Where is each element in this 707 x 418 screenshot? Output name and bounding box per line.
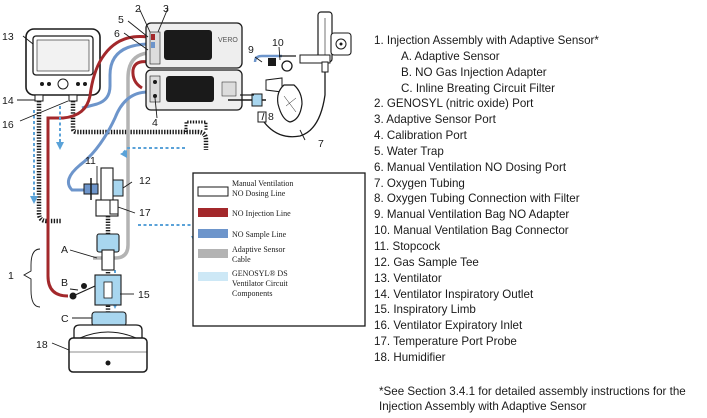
parts-list-item: 3. Adaptive Sensor Port (374, 113, 496, 127)
brand-label: VERO (218, 37, 238, 44)
legend-swatch-cable (198, 249, 228, 258)
callout-a: A (61, 244, 68, 256)
callout-16: 16 (2, 119, 14, 131)
legend-manual-line-2: NO Dosing Line (232, 189, 286, 198)
parts-list-item: 11. Stopcock (374, 239, 441, 253)
legend-swatch-circuit (198, 272, 228, 281)
parts-list-item: 13. Ventilator (374, 271, 442, 285)
callout-7: 7 (318, 138, 324, 150)
callout-2: 2 (135, 3, 141, 15)
oxygen-flowmeter (299, 11, 352, 73)
callout-11: 11 (85, 155, 96, 167)
legend-manual-line-1: Manual Ventilation (232, 179, 293, 188)
breathing-circuit (36, 101, 209, 326)
parts-list-item: 14. Ventilator Inspiratory Outlet (374, 287, 534, 301)
temperature-probe (109, 199, 119, 215)
parts-list-item: 7. Oxygen Tubing (374, 176, 465, 190)
callout-15: 15 (138, 289, 150, 301)
callout-1: 1 (8, 270, 14, 282)
callout-18: 18 (36, 339, 48, 351)
legend-circuit-1: GENOSYL® DS (232, 269, 288, 278)
parts-list-item: 10. Manual Ventilation Bag Connector (374, 224, 569, 238)
oxygen-tubing (263, 72, 326, 138)
no-injection-line (46, 34, 149, 298)
parts-list-item: 2. GENOSYL (nitric oxide) Port (374, 97, 534, 111)
callout-c: C (61, 313, 69, 325)
footnote: *See Section 3.4.1 for detailed assembly… (379, 385, 686, 413)
parts-list-subitem: B. NO Gas Injection Adapter (401, 65, 547, 79)
adaptive-sensor-cable (93, 51, 149, 260)
parts-list-subitem: A. Adaptive Sensor (401, 49, 500, 63)
parts-list: 1. Injection Assembly with Adaptive Sens… (374, 33, 704, 366)
legend-circuit-2: Ventilator Circuit (232, 279, 289, 288)
parts-list-item: 1. Injection Assembly with Adaptive Sens… (374, 34, 599, 47)
manual-ventilation-bag (228, 77, 303, 123)
vero-device: VERO (145, 22, 243, 111)
callout-3: 3 (163, 3, 169, 15)
legend-swatch-sample (198, 229, 228, 238)
parts-list-item: 16. Ventilator Expiratory Inlet (374, 319, 523, 333)
legend-swatch-injection (198, 208, 228, 217)
legend: Manual Ventilation NO Dosing Line NO Inj… (192, 172, 366, 327)
bag-adapter (253, 54, 296, 72)
ventilator (25, 28, 101, 102)
parts-list-item: 9. Manual Ventilation Bag NO Adapter (374, 208, 570, 222)
callout-b: B (61, 277, 68, 289)
gas-sample-tee (112, 179, 124, 197)
callout-8: 8 (268, 111, 274, 123)
callout-10: 10 (272, 37, 284, 49)
leader-lines (17, 7, 306, 351)
parts-list-item: 12. Gas Sample Tee (374, 255, 479, 269)
no-sample-line (66, 42, 149, 192)
callout-9: 9 (248, 44, 254, 56)
parts-list-item: 8. Oxygen Tubing Connection with Filter (374, 192, 580, 206)
parts-list-item: 4. Calibration Port (374, 129, 467, 143)
legend-injection-line: NO Injection Line (232, 209, 291, 218)
legend-cable-1: Adaptive Sensor (232, 245, 285, 254)
legend-cable-2: Cable (232, 255, 251, 264)
callout-17: 17 (139, 207, 151, 219)
callout-14: 14 (2, 95, 14, 107)
callout-13: 13 (2, 31, 14, 43)
parts-list-item: 15. Inspiratory Limb (374, 303, 476, 317)
parts-list-item: 17. Temperature Port Probe (374, 335, 517, 349)
callout-labels: 13 14 16 2 3 5 6 4 9 10 8 7 11 12 17 15 … (2, 3, 324, 351)
parts-list-item: 18. Humidifier (374, 350, 446, 364)
callout-12: 12 (139, 175, 151, 187)
legend-sample-line: NO Sample Line (232, 230, 287, 239)
legend-swatch-manual (197, 186, 229, 197)
stopcock (83, 178, 99, 200)
parts-list-item: 6. Manual Ventilation NO Dosing Port (374, 160, 567, 174)
callout-4: 4 (152, 117, 158, 129)
parts-list-item: 5. Water Trap (374, 144, 444, 158)
parts-list-subitem: C. Inline Breating Circuit Filter (401, 81, 555, 95)
callout-6: 6 (114, 28, 120, 40)
humidifier (68, 324, 148, 373)
legend-circuit-3: Components (232, 289, 272, 298)
callout-5: 5 (118, 14, 124, 26)
